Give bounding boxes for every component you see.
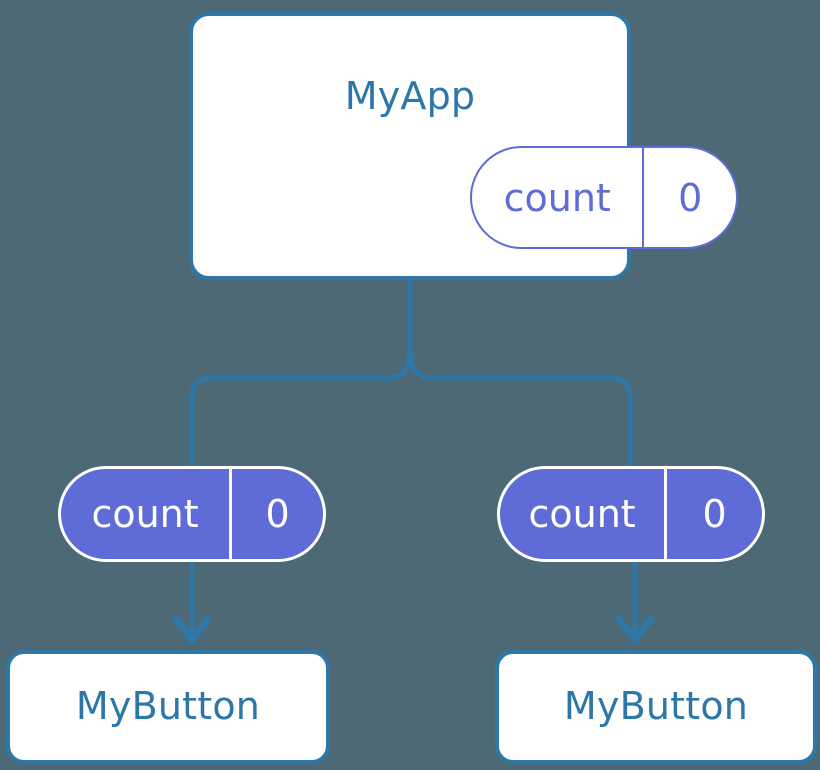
component-title-mybutton: MyButton — [75, 684, 261, 728]
prop-pill-value: 0 — [265, 492, 290, 536]
state-pill-key: count — [472, 148, 645, 247]
prop-pill-right-count[interactable]: count 0 — [497, 466, 765, 562]
state-pill-value: 0 — [678, 175, 703, 220]
component-title-myapp: MyApp — [344, 74, 476, 118]
prop-pill-left-count[interactable]: count 0 — [58, 466, 326, 562]
state-pill-myapp-count[interactable]: count 0 — [470, 146, 738, 249]
prop-pill-key: count — [500, 469, 668, 559]
arrow-head-down-left-icon — [172, 615, 212, 644]
component-card-mybutton-left[interactable]: MyButton — [6, 650, 330, 764]
arrow-head-down-right-icon — [615, 615, 655, 644]
component-card-myapp[interactable]: MyApp count 0 — [189, 12, 738, 280]
wire-branch-left — [189, 349, 413, 473]
prop-pill-value: 0 — [702, 492, 727, 536]
component-card-mybutton-right[interactable]: MyButton — [495, 650, 817, 764]
component-title-mybutton: MyButton — [563, 684, 749, 728]
prop-pill-key: count — [61, 469, 233, 559]
wire-branch-right — [407, 349, 633, 473]
